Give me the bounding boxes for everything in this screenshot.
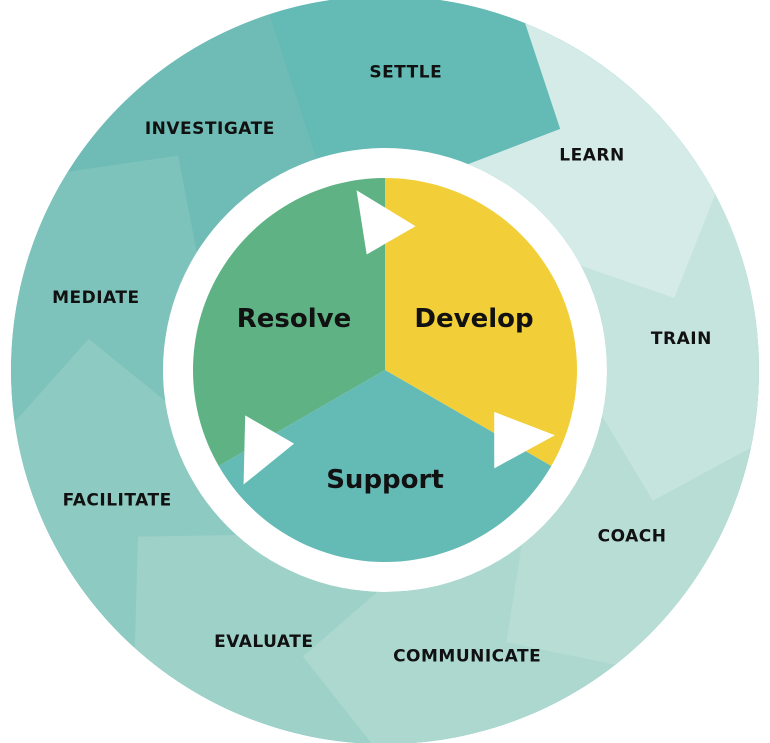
core-arrow-notch-3 [243, 415, 295, 485]
ring-label-mediate: MEDIATE [52, 288, 140, 308]
ring-label-evaluate: EVALUATE [214, 632, 313, 652]
ring-label-facilitate: FACILITATE [63, 491, 172, 511]
core-arrow-notch-1 [356, 190, 416, 255]
ring-labels: SETTLE LEARN TRAIN COACH COMMUNICATE EVALUATE… [52, 63, 712, 667]
ring-label-investigate: INVESTIGATE [145, 119, 275, 139]
ring-segment-settle [269, 0, 561, 165]
ring-label-communicate: COMMUNICATE [393, 646, 541, 666]
core-label-support: Support [326, 465, 444, 495]
ring-label-learn: LEARN [559, 146, 624, 166]
core-label-develop: Develop [414, 304, 533, 334]
ring-label-coach: COACH [598, 527, 667, 547]
core-label-resolve: Resolve [237, 304, 352, 334]
core-segment-support [218, 370, 552, 562]
outer-ring [10, 0, 760, 743]
ring-segment-evaluate [134, 534, 378, 743]
ring-segment-mediate [10, 155, 197, 423]
ring-label-train: TRAIN [651, 329, 712, 349]
core-arrow-notch-2 [494, 411, 555, 469]
inner-core [193, 178, 577, 562]
ring-label-settle: SETTLE [369, 63, 442, 83]
core-segment-resolve [193, 178, 385, 466]
core-segment-develop [385, 178, 577, 466]
